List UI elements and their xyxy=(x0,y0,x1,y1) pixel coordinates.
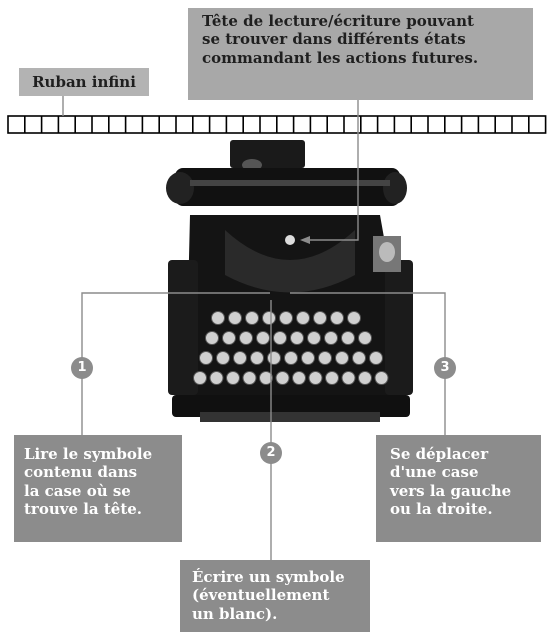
typewriter-key xyxy=(307,331,321,345)
typewriter-key xyxy=(352,351,366,365)
typewriter-key xyxy=(292,371,306,385)
typewriter-illustration xyxy=(166,140,413,422)
typewriter-key xyxy=(284,351,298,365)
typewriter-key xyxy=(256,331,270,345)
typewriter-key xyxy=(279,311,293,325)
typewriter-key xyxy=(250,351,264,365)
typewriter-key xyxy=(226,371,240,385)
typewriter-key xyxy=(335,351,349,365)
typewriter-key xyxy=(290,331,304,345)
typewriter-key xyxy=(358,371,372,385)
typewriter-key xyxy=(301,351,315,365)
typewriter-key xyxy=(341,371,356,385)
typewriter-key xyxy=(199,351,213,365)
step-2-badge: 2 xyxy=(260,442,282,464)
typewriter-key xyxy=(259,371,273,385)
typewriter-key xyxy=(374,371,389,385)
typewriter-key xyxy=(347,311,361,325)
step-1-badge: 1 xyxy=(71,357,93,379)
typewriter-key xyxy=(308,371,323,385)
write-line: (éventuellement xyxy=(192,586,330,605)
typewriter-key xyxy=(325,371,339,385)
write-symbol-box: Écrire un symbole (éventuellement un bla… xyxy=(180,560,370,632)
head-description-box: Tête de lecture/écriture pouvant se trou… xyxy=(188,8,533,100)
move-line: ou la droite. xyxy=(390,499,493,518)
read-line: Lire le symbole xyxy=(24,445,153,463)
typewriter-key xyxy=(211,311,225,325)
head-line: Tête de lecture/écriture pouvant xyxy=(202,12,474,30)
typewriter-key xyxy=(273,331,287,345)
typewriter-key xyxy=(262,311,276,325)
typewriter-key xyxy=(209,371,224,385)
typewriter-key xyxy=(242,371,257,385)
typewriter-key xyxy=(216,351,230,365)
head-line: se trouver dans différents états xyxy=(202,30,466,49)
step-3-badge: 3 xyxy=(434,357,456,379)
move-line: d'une case xyxy=(390,463,479,482)
read-line: contenu dans xyxy=(24,463,138,482)
read-symbol-box: Lire le symbole contenu dans la case où … xyxy=(14,435,182,542)
typewriter-key xyxy=(228,311,242,325)
typewriter-key xyxy=(205,331,219,345)
read-line: trouve la tête. xyxy=(24,499,143,518)
tape-label: Ruban infini xyxy=(19,68,149,96)
typewriter-key xyxy=(239,331,253,345)
typewriter-key xyxy=(358,331,372,345)
typewriter-key xyxy=(267,351,281,365)
typewriter-key xyxy=(318,351,332,365)
typewriter-key xyxy=(193,371,207,385)
typewriter-key xyxy=(233,351,247,365)
typewriter-keys xyxy=(193,311,389,385)
typewriter-key xyxy=(341,331,355,345)
move-head-box: Se déplacer d'une case vers la gauche ou… xyxy=(376,435,541,542)
head-line: commandant les actions futures. xyxy=(202,48,479,67)
typewriter-key xyxy=(222,331,236,345)
typewriter-key xyxy=(324,331,338,345)
typewriter-key xyxy=(296,311,310,325)
head-arrow xyxy=(300,236,310,244)
move-line: vers la gauche xyxy=(390,481,512,500)
typewriter-key xyxy=(369,351,383,365)
connector-lines xyxy=(62,96,446,560)
infinite-tape xyxy=(7,115,547,134)
typewriter-key xyxy=(313,311,327,325)
typewriter-key xyxy=(330,311,344,325)
write-line: Écrire un symbole xyxy=(192,568,345,586)
typewriter-key xyxy=(275,371,290,385)
read-line: la case où se xyxy=(24,481,131,500)
typewriter-key xyxy=(245,311,259,325)
write-line: un blanc). xyxy=(192,604,278,623)
move-line: Se déplacer xyxy=(390,445,489,463)
